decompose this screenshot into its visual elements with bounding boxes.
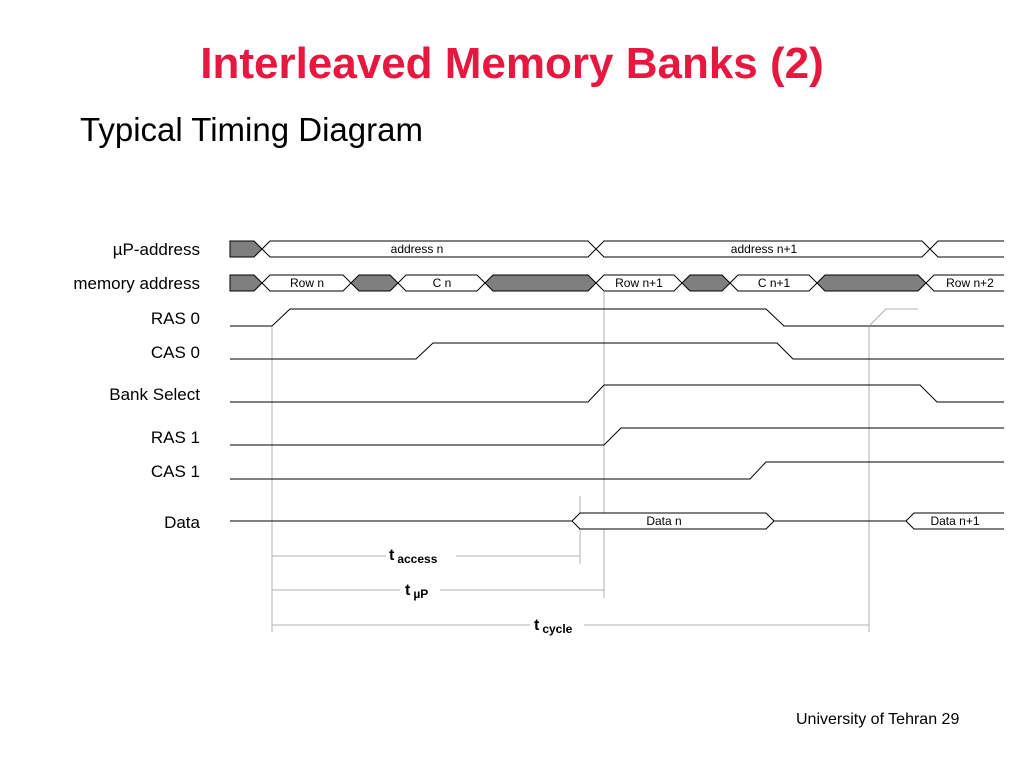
bus-segment: [925, 274, 1004, 292]
slide-title: Interleaved Memory Banks (2): [200, 39, 824, 88]
bus-value-row-n1: Row n+1: [615, 276, 663, 290]
bus-segment: [905, 512, 1004, 530]
waveform-ras1: [230, 427, 1004, 446]
timing-subscript: access: [397, 552, 437, 566]
bus-invalid-segment: [484, 274, 597, 292]
timing-measures: [272, 555, 869, 626]
bus-invalid-segment: [681, 274, 731, 292]
waveform-cas1: [230, 461, 1004, 480]
memory-address-bus: [229, 274, 1004, 292]
bus-invalid-segment: [229, 240, 263, 258]
signal-labels: µP-address memory address RAS 0 CAS 0 Ba…: [73, 240, 200, 532]
data-bus: [571, 512, 1004, 530]
waveforms: [230, 308, 1004, 522]
bus-value-data-n1: Data n+1: [930, 514, 979, 528]
bus-value-data-n: Data n: [646, 514, 681, 528]
slide-footer: University of Tehran 29: [796, 711, 960, 728]
waveform-ras0-precharge: [868, 308, 918, 327]
timing-t-symbol: t: [534, 617, 540, 634]
bus-segment: [571, 512, 775, 530]
signal-label-data: Data: [164, 513, 200, 532]
timing-t-symbol: t: [405, 582, 411, 599]
waveform-cas0: [230, 342, 1004, 360]
timing-t-symbol: t: [389, 547, 395, 564]
timing-subscript: cycle: [542, 622, 572, 636]
up-address-bus: [229, 240, 1004, 258]
bus-value-address-n: address n: [391, 242, 444, 256]
signal-label-ras0: RAS 0: [151, 309, 200, 328]
bus-invalid-segment: [816, 274, 927, 292]
bus-value-c-n1: C n+1: [758, 276, 791, 290]
bus-invalid-segment: [350, 274, 399, 292]
bus-segment: [929, 240, 1004, 258]
signal-label-up-address: µP-address: [113, 240, 200, 259]
bus-value-row-n2: Row n+2: [946, 276, 994, 290]
signal-label-ras1: RAS 1: [151, 428, 200, 447]
signal-label-memory-address: memory address: [73, 274, 200, 293]
bus-value-address-n1: address n+1: [731, 242, 798, 256]
signal-label-bank-select: Bank Select: [109, 385, 200, 404]
bus-invalid-segment: [229, 274, 263, 292]
signal-label-cas1: CAS 1: [151, 462, 200, 481]
timing-subscript: µP: [413, 587, 428, 601]
waveform-ras0: [230, 308, 1004, 327]
waveform-bank-select: [230, 384, 1004, 403]
slide-subtitle: Typical Timing Diagram: [80, 111, 423, 148]
signal-label-cas0: CAS 0: [151, 343, 200, 362]
bus-value-row-n: Row n: [290, 276, 324, 290]
bus-value-c-n: C n: [433, 276, 452, 290]
